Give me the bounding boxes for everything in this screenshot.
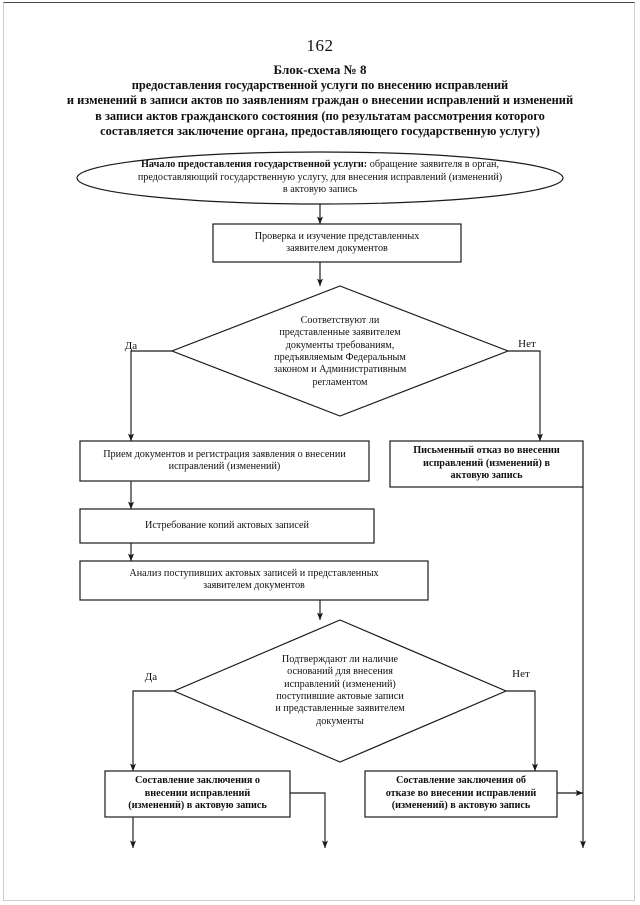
node-start-text: Начало предоставления государственной ус…	[90, 159, 550, 196]
d2-line-3: исправлений (изменений)	[284, 678, 396, 690]
node-check-docs-shape	[212, 223, 462, 263]
d1-line-1: Соответствуют ли	[300, 314, 380, 326]
concl-no-line-3: (изменений) в актовую запись	[391, 800, 531, 812]
refusal-line-1: Письменный отказ во внесении	[413, 445, 560, 457]
d1-line-6: регламентом	[312, 376, 368, 388]
request-line-1: Истребование копий актовых записей	[145, 519, 309, 531]
refusal-line-2: исправлений (изменений) в	[423, 457, 550, 469]
title-line-3: и изменений в записи актов по заявлениям…	[66, 93, 574, 108]
analysis-line-2: заявителем документов	[203, 580, 305, 591]
d1-line-4: предъявляемым Федеральным	[274, 352, 406, 363]
node-conclusion-yes-text: Составление заключения о внесении исправ…	[128, 775, 267, 812]
edge-label-decision2-yes: Да	[145, 671, 158, 683]
document-title: Блок-схема № 8 предоставления государств…	[18, 62, 622, 140]
edge-decision2-yes	[129, 690, 174, 772]
refusal-line-3: актовую запись	[450, 470, 523, 482]
node-request-copies-shape	[79, 508, 375, 544]
analysis-line-1: Анализ поступивших актовых записей и пре…	[129, 567, 379, 579]
scan-border	[3, 2, 635, 901]
concl-yes-line-1: Составление заключения о	[135, 775, 260, 787]
edge-decision1-yes	[127, 350, 172, 442]
node-check-docs-text: Проверка и изучение представленных заяви…	[254, 230, 420, 254]
edge-label-decision2-no: Нет	[512, 668, 530, 680]
concl-yes-line-2: внесении исправлений	[144, 787, 251, 799]
title-line-2: предоставления государственной услуги по…	[131, 77, 509, 92]
title-line-1: Блок-схема № 8	[273, 62, 367, 77]
accept-line-1: Прием документов и регистрация заявления…	[103, 448, 346, 460]
node-start-shape	[76, 151, 564, 205]
title-line-4: в записи актов гражданского состояния (п…	[95, 108, 545, 123]
node-conclusion-no-text: Составление заключения об отказе во внес…	[385, 775, 537, 812]
edge-label-decision1-no: Нет	[518, 338, 536, 350]
d2-line-4: поступившие актовые записи	[276, 691, 404, 702]
page-number: 162	[306, 36, 334, 55]
node-decision1-text: Соответствуют ли представленные заявител…	[273, 314, 407, 388]
accept-line-2: исправлений (изменений)	[168, 461, 281, 472]
start-line-3: в актовую запись	[282, 184, 358, 196]
node-request-copies-text: Истребование копий актовых записей	[145, 519, 309, 531]
flow-shapes	[76, 151, 584, 818]
d1-line-3: документы требованиям,	[285, 339, 395, 351]
d2-line-1: Подтверждают ли наличие	[281, 653, 399, 665]
check-line-2: заявителем документов	[286, 243, 388, 254]
title-line-5: составляется заключение органа, предоста…	[100, 124, 540, 139]
node-analysis-shape	[79, 560, 429, 601]
d2-line-6: документы	[316, 715, 364, 727]
node-written-refusal-shape	[389, 440, 584, 488]
d1-line-2: представленные заявителем	[279, 327, 401, 339]
start-line-1-rest: обращение заявителя в орган,	[367, 159, 500, 171]
check-line-1: Проверка и изучение представленных	[254, 230, 420, 242]
edge-decision2-no	[506, 690, 538, 772]
edge-conclusionyes-right-down	[290, 792, 328, 849]
start-line-2: предоставляющий государственную услугу, …	[137, 171, 503, 183]
concl-no-line-1: Составление заключения об	[395, 775, 527, 787]
node-analysis-text: Анализ поступивших актовых записей и пре…	[129, 567, 379, 591]
node-conclusion-yes-shape	[104, 770, 291, 818]
edge-decision1-no	[508, 350, 543, 442]
node-written-refusal-text: Письменный отказ во внесении исправлений…	[413, 445, 560, 482]
node-decision2-shape	[172, 619, 508, 763]
d2-line-2: оснований для внесения	[287, 666, 393, 678]
edge-label-decision1-yes: Да	[125, 340, 138, 352]
d1-line-5: законом и Административным	[273, 364, 407, 376]
node-decision1-shape	[170, 285, 510, 417]
flow-connectors	[127, 204, 586, 849]
node-decision2-text: Подтверждают ли наличие оснований для вн…	[275, 653, 405, 727]
concl-yes-line-3: (изменений) в актовую запись	[128, 800, 267, 812]
start-line-1: Начало предоставления государственной ус…	[90, 159, 550, 171]
d2-line-5: и представленные заявителем	[275, 703, 405, 715]
concl-no-line-2: отказе во внесении исправлений	[385, 787, 537, 799]
node-conclusion-no-shape	[364, 770, 558, 818]
node-accept-docs-shape	[79, 440, 370, 482]
start-bold-prefix: Начало предоставления государственной ус…	[140, 159, 368, 171]
node-accept-docs-text: Прием документов и регистрация заявления…	[103, 448, 346, 472]
